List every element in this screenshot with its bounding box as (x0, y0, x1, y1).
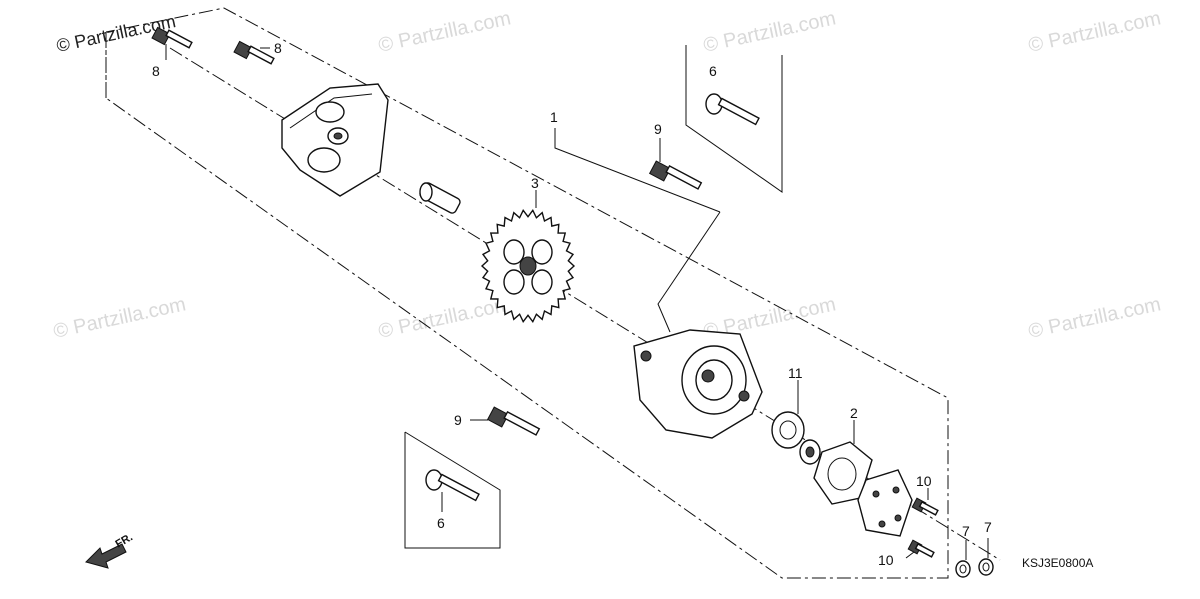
watermarks: © Partzilla.com © Partzilla.com © Partzi… (51, 7, 1162, 343)
inset-box-upper (685, 45, 783, 193)
bolt-9-lower (486, 406, 541, 436)
callout-10-lower: 10 (878, 552, 894, 568)
front-arrow-label: FR. (114, 531, 135, 550)
callout-9-upper: 9 (654, 121, 662, 137)
callout-6-upper: 6 (709, 63, 717, 79)
bolt-8-left (151, 26, 193, 49)
leader-lines (165, 44, 989, 560)
callout-8-right: 8 (274, 40, 282, 56)
bolt-6-lower (425, 469, 480, 502)
front-arrow: FR. (85, 531, 135, 569)
inset-box-lower (404, 431, 501, 549)
watermark-text: © Partzilla.com (701, 7, 837, 57)
callout-2: 2 (850, 405, 858, 421)
pump-cover (281, 83, 389, 197)
bolt-10-lower (907, 539, 935, 558)
bolt-8-right (233, 40, 275, 65)
watermark-text: © Partzilla.com (1026, 293, 1162, 343)
bolt-10-upper (911, 497, 939, 516)
bolt-9-upper (648, 160, 703, 190)
callout-1: 1 (550, 109, 558, 125)
washer-7-left (955, 560, 971, 578)
callout-10-upper: 10 (916, 473, 932, 489)
pump-body (633, 329, 763, 439)
watermark-text: © Partzilla.com (1026, 7, 1162, 57)
inner-rotor (771, 411, 805, 449)
watermark-text: © Partzilla.com (376, 7, 512, 57)
callout-7-right: 7 (984, 519, 992, 535)
pump-plate (857, 469, 913, 537)
outer-rotor (799, 439, 821, 465)
assembly-outline (105, 7, 949, 579)
callout-6-lower: 6 (437, 515, 445, 531)
pump-shaft (419, 182, 461, 214)
callout-8-left: 8 (152, 63, 160, 79)
pump-gear (480, 208, 576, 324)
bolt-6-upper (705, 93, 760, 126)
watermark-text: © Partzilla.com (51, 293, 187, 343)
washer-7-right (978, 558, 994, 576)
callout-9-lower: 9 (454, 412, 462, 428)
part-1-leader (554, 128, 721, 333)
callouts: 1 2 3 6 6 7 7 8 8 9 9 10 10 11 (152, 40, 992, 568)
callout-11: 11 (788, 365, 803, 381)
diagram-code: KSJ3E0800A (1022, 556, 1093, 570)
watermark-text: © Partzilla.com (376, 293, 512, 343)
callout-7-left: 7 (962, 523, 970, 539)
callout-3: 3 (531, 175, 539, 191)
